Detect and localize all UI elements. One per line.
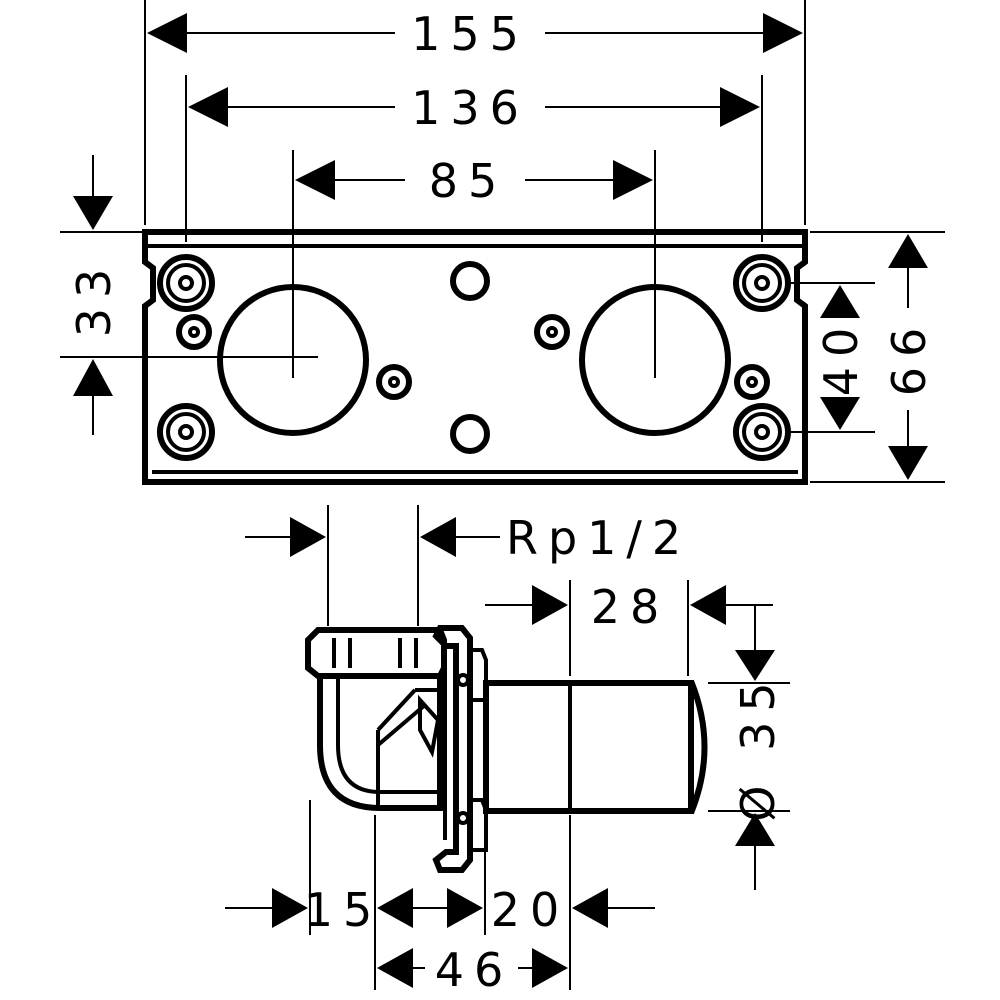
sleeve-cap bbox=[688, 679, 708, 815]
lower-center-hole bbox=[450, 414, 490, 454]
upper-center-hole bbox=[450, 261, 490, 301]
screw-boss-left-upper bbox=[176, 314, 212, 350]
protective-sleeve bbox=[483, 680, 694, 814]
dim-depth-46: 46 bbox=[377, 943, 568, 997]
dim-label-rp12: Rp1/2 bbox=[506, 511, 691, 565]
dim-label-136: 136 bbox=[411, 81, 529, 135]
screw-boss-right-lower bbox=[734, 364, 770, 400]
union-nut bbox=[305, 627, 447, 679]
dim-sleeve-length: 28 bbox=[485, 580, 773, 676]
dim-label-85: 85 bbox=[429, 154, 508, 208]
dim-hole-vertical-spacing: 40 bbox=[790, 282, 875, 433]
dim-overall-width: 155 bbox=[144, 0, 806, 225]
dim-label-46: 46 bbox=[435, 943, 514, 997]
dim-offsets-bottom: 15 20 bbox=[225, 800, 655, 990]
dim-sleeve-diameter: Ø 35 bbox=[708, 605, 790, 890]
dim-top-offset: 33 bbox=[60, 155, 145, 435]
screw-boss-right-upper bbox=[534, 314, 570, 350]
dim-outer-hole-spacing: 136 bbox=[185, 75, 763, 242]
valve-body-side-view bbox=[305, 625, 708, 873]
corner-boss-bottom-right bbox=[733, 403, 791, 461]
dim-label-d35: Ø 35 bbox=[731, 672, 785, 821]
dim-plate-height: 66 bbox=[810, 231, 945, 483]
dim-label-66: 66 bbox=[882, 318, 936, 397]
dim-label-40: 40 bbox=[814, 318, 868, 397]
dim-label-28: 28 bbox=[591, 580, 670, 634]
dim-label-20: 20 bbox=[491, 883, 570, 937]
mounting-plate-front-view bbox=[60, 150, 808, 485]
dim-thread: Rp1/2 bbox=[245, 505, 691, 626]
corner-boss-top-left bbox=[157, 254, 215, 312]
plate-outline bbox=[142, 229, 808, 485]
corner-boss-top-right bbox=[733, 254, 791, 312]
dim-label-15: 15 bbox=[304, 883, 383, 937]
dim-label-33: 33 bbox=[67, 259, 121, 338]
plate-profile bbox=[432, 625, 473, 873]
dim-valve-spacing: 85 bbox=[295, 154, 653, 208]
screw-boss-left-lower bbox=[376, 364, 412, 400]
dim-label-155: 155 bbox=[411, 7, 529, 61]
corner-boss-bottom-left bbox=[157, 403, 215, 461]
